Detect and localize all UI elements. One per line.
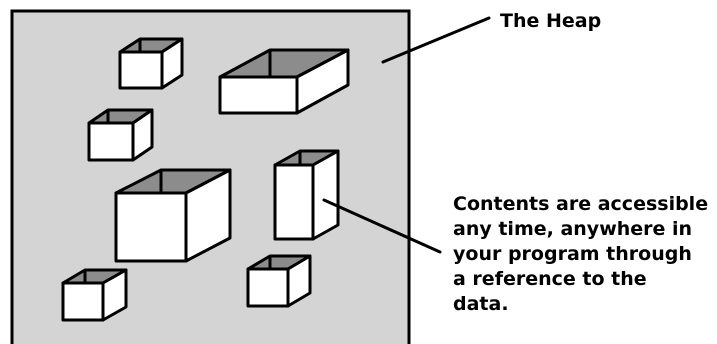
- access-description-line: data.: [453, 293, 509, 315]
- heap-object-box: [118, 37, 184, 90]
- access-description-line: Contents are accessible: [453, 193, 709, 215]
- access-pointer-line: [322, 198, 442, 254]
- heap-object-box: [87, 108, 154, 162]
- access-description-line: your program through: [453, 243, 692, 265]
- access-description-line: a reference to the: [453, 268, 647, 290]
- heap-object-box: [273, 149, 340, 241]
- heap-object-box: [246, 254, 312, 308]
- heap-object-box: [61, 268, 128, 322]
- heap-pointer-line: [381, 16, 491, 64]
- access-description-line: any time, anywhere in: [453, 218, 693, 240]
- access-description: Contents are accessible any time, anywhe…: [453, 192, 708, 317]
- heap-label: The Heap: [500, 10, 602, 32]
- heap-object-box: [218, 48, 350, 115]
- heap-object-box: [114, 168, 232, 263]
